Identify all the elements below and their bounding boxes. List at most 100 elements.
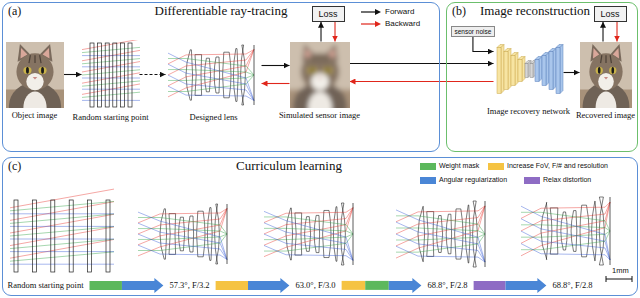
- cat-muzzle: [26, 73, 43, 90]
- connector-line: [320, 22, 321, 42]
- panel-letter: (a): [8, 5, 21, 19]
- light-ray: [264, 228, 353, 234]
- light-ray: [396, 206, 485, 222]
- figure-art: [6, 42, 64, 108]
- text-holder: Curriculum learning: [236, 159, 342, 174]
- light-ray: [396, 206, 485, 258]
- connector-line: [564, 72, 580, 73]
- text-holder: Random starting point: [7, 281, 83, 291]
- light-ray: [521, 206, 610, 260]
- panel-region: (a)Differentiable ray-tracingObject imag…: [2, 2, 440, 152]
- light-ray: [264, 208, 353, 223]
- cat-chest: [595, 91, 616, 108]
- curriculum-arrow-part: [216, 281, 248, 290]
- connector: [335, 22, 336, 42]
- light-ray: [10, 239, 114, 240]
- light-ray: [82, 66, 140, 67]
- text-holder: 57.3°, F/3.2: [169, 281, 209, 291]
- sensor-plane: [353, 203, 354, 265]
- curriculum-arrow-part: [90, 281, 122, 290]
- legend-text: Increase FoV, F/# and resolution: [507, 162, 608, 170]
- light-ray: [264, 211, 353, 260]
- connector: [64, 74, 82, 75]
- text-holder: Simulated sensor image: [279, 111, 360, 121]
- glass-plate: [128, 43, 132, 107]
- cat-stripe: [319, 55, 320, 63]
- text-holder: sensor noise: [455, 28, 492, 35]
- text-holder: 68.8°, F/2.8: [427, 281, 467, 291]
- curriculum-arrow-part: [506, 278, 547, 293]
- light-ray: [168, 49, 254, 85]
- lens-element: [541, 202, 548, 259]
- text-holder: Loss: [319, 9, 338, 19]
- lens-element: [179, 217, 185, 251]
- text-holder: Recovered image: [576, 111, 635, 121]
- text-holder: Designed lens: [190, 113, 238, 123]
- legend-text: Backward: [385, 19, 420, 28]
- light-ray: [10, 239, 114, 258]
- figure-block: Image recovery network: [494, 42, 564, 104]
- figure-caption: Random starting point: [72, 113, 148, 123]
- curriculum-arrow-part: [122, 278, 163, 293]
- box-label: Loss: [319, 9, 338, 19]
- cat-eye: [38, 66, 46, 73]
- layer-side: [515, 52, 518, 85]
- glass-plate: [51, 200, 55, 272]
- layer-front: [542, 55, 546, 85]
- light-ray: [264, 208, 353, 257]
- text-holder: (c): [8, 160, 21, 174]
- cat-pupil: [326, 67, 329, 74]
- lens-element: [197, 211, 205, 257]
- layer-front: [525, 63, 528, 77]
- lens-element: [186, 49, 193, 99]
- glass-plate: [90, 43, 94, 107]
- panel-region: (c) Curriculum learningRandom starting po…: [2, 157, 638, 296]
- light-ray: [168, 58, 254, 75]
- connector-line: [262, 65, 290, 66]
- stage-caption: 68.8°, F/2.8: [421, 281, 473, 291]
- connector: [262, 83, 290, 84]
- connector: [342, 278, 422, 293]
- cat-chest: [23, 91, 46, 108]
- random-lens: [10, 189, 114, 272]
- cat-eye: [308, 66, 316, 73]
- light-ray: [138, 218, 227, 235]
- glass-plate: [88, 200, 92, 272]
- light-ray: [396, 210, 485, 262]
- panel-title: Image reconstruction: [480, 4, 590, 19]
- cat-nose: [603, 76, 607, 79]
- curriculum-arrow-part: [474, 281, 506, 290]
- legend-item: Angular regularization: [420, 176, 507, 184]
- connector: [216, 278, 290, 293]
- light-ray: [82, 92, 140, 97]
- legend-arrow-sample: [360, 8, 382, 16]
- cat-chest: [308, 91, 332, 108]
- light-ray: [396, 234, 485, 262]
- lens-element: [580, 205, 589, 257]
- sensor-plane: [610, 197, 611, 265]
- cat-head: [589, 53, 622, 90]
- legend-arrow-head: [375, 21, 381, 27]
- box-label: Loss: [601, 9, 620, 19]
- layer-front: [556, 47, 560, 93]
- light-ray: [521, 219, 610, 260]
- label-holder: 1mm: [612, 267, 629, 276]
- light-ray: [168, 75, 254, 100]
- sensor-plane: [227, 204, 228, 264]
- text-holder: Object image: [12, 111, 58, 121]
- text-holder: (b): [452, 5, 466, 19]
- layer-front: [549, 51, 553, 89]
- layer-side: [553, 48, 556, 89]
- glass-plate: [112, 43, 116, 107]
- text-holder: Loss: [601, 9, 620, 19]
- figure-block: Object image: [6, 42, 64, 108]
- connector: [617, 22, 618, 42]
- light-ray: [138, 212, 227, 259]
- layer-side: [501, 44, 504, 93]
- layer-side: [560, 44, 563, 93]
- connector-line: [602, 22, 603, 42]
- text-holder: Image reconstruction: [480, 4, 590, 19]
- light-ray: [521, 202, 610, 218]
- glass-plate: [120, 43, 124, 107]
- stage-lens: [396, 201, 485, 267]
